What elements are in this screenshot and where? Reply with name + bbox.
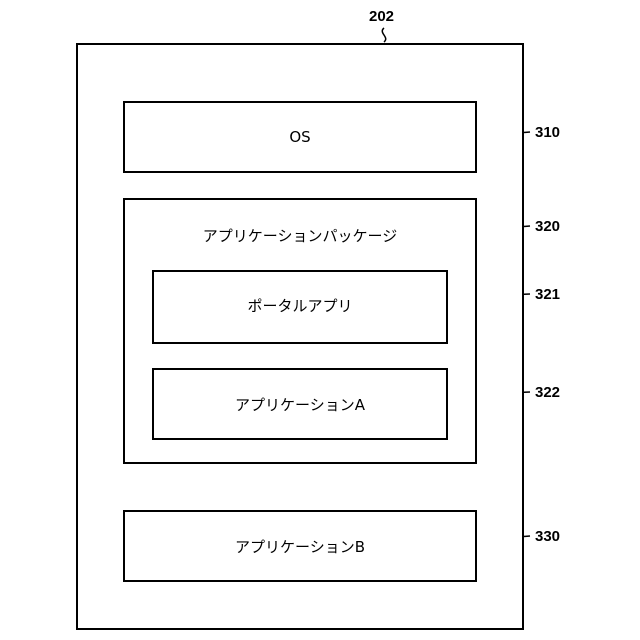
leader-line-202 — [382, 28, 385, 42]
ref-label-device: 202 — [369, 8, 394, 26]
application-b-box: アプリケーションB — [123, 510, 477, 582]
portal-app-box: ポータルアプリ — [152, 270, 448, 344]
application-a-label: アプリケーションA — [154, 395, 446, 415]
ref-label-portal: 321 — [535, 286, 560, 304]
os-box: OS — [123, 101, 477, 173]
ref-label-application-a: 322 — [535, 384, 560, 402]
ref-label-package: 320 — [535, 218, 560, 236]
os-label: OS — [125, 127, 475, 147]
application-b-label: アプリケーションB — [125, 537, 475, 557]
application-package-label: アプリケーションパッケージ — [125, 226, 475, 246]
ref-label-os: 310 — [535, 124, 560, 142]
application-a-box: アプリケーションA — [152, 368, 448, 440]
portal-app-label: ポータルアプリ — [154, 296, 446, 316]
ref-label-application-b: 330 — [535, 528, 560, 546]
